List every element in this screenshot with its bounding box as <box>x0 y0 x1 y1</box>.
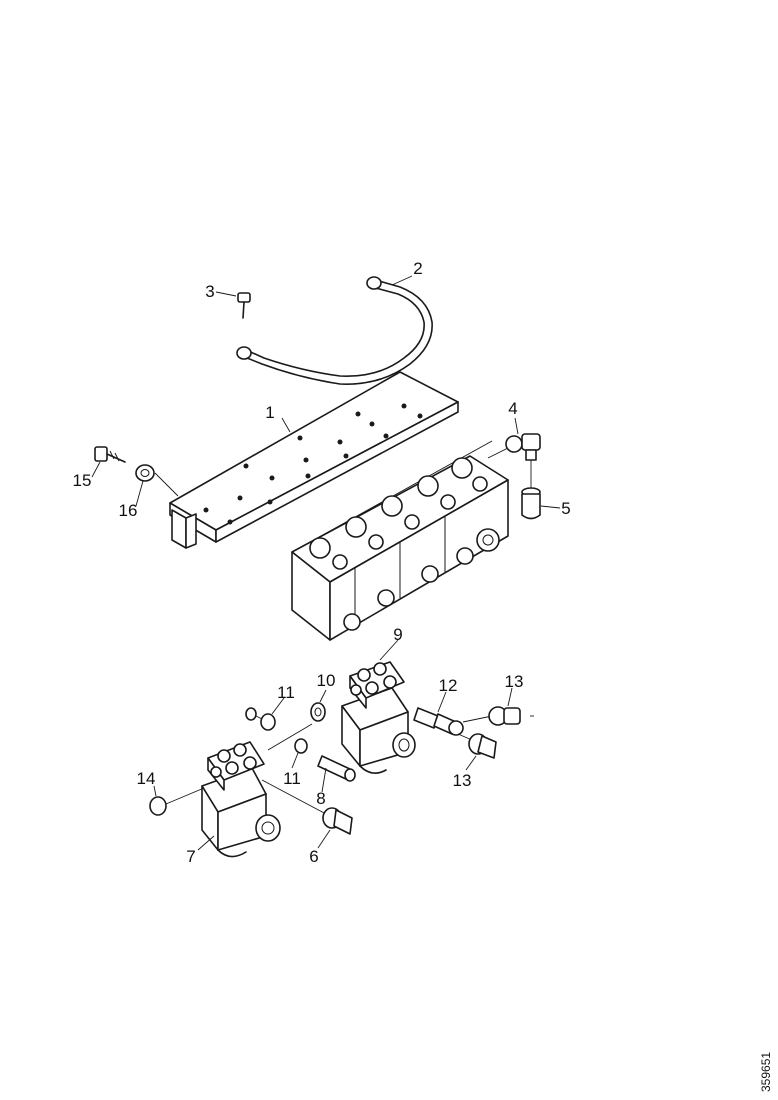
tube-part-8 <box>317 755 356 782</box>
union-part-13-lower <box>457 733 497 759</box>
callout-9: 9 <box>393 625 402 644</box>
callout-7: 7 <box>186 847 195 866</box>
document-number: 359651 <box>759 1052 773 1092</box>
callout-11-upper: 11 <box>277 683 295 702</box>
fitting-part-12 <box>413 707 464 736</box>
union-part-13-right <box>462 706 534 726</box>
valve-block-assembly <box>291 440 509 641</box>
solenoid-valve-part-7 <box>201 741 281 858</box>
callout-3: 3 <box>205 282 214 301</box>
callout-5: 5 <box>561 499 570 518</box>
callout-13-lower: 13 <box>453 771 472 790</box>
callout-6: 6 <box>309 847 318 866</box>
bracket-holes <box>203 403 423 525</box>
spacer-part-16 <box>135 464 155 482</box>
plug-part-14 <box>149 787 205 816</box>
cap-part-5 <box>521 460 541 520</box>
union-part-6 <box>261 779 353 835</box>
bolt-part-15 <box>94 446 126 463</box>
leader-lines <box>91 275 561 851</box>
callout-13-right: 13 <box>505 672 524 691</box>
callout-11-lower: 11 <box>283 769 301 788</box>
callout-8: 8 <box>316 789 325 808</box>
callout-4: 4 <box>508 399 517 418</box>
callout-12: 12 <box>439 676 458 695</box>
plug-part-11-upper <box>245 707 276 731</box>
callout-15: 15 <box>73 471 92 490</box>
wire-part-2 <box>236 276 433 385</box>
callout-16: 16 <box>119 501 138 520</box>
solenoid-valve-part-9 <box>341 661 416 774</box>
bracket-part-1 <box>169 371 459 549</box>
oring-part-11-lower <box>294 738 308 754</box>
callout-2: 2 <box>413 259 422 278</box>
callout-1: 1 <box>265 403 274 422</box>
washer-part-10 <box>310 702 326 722</box>
callout-14: 14 <box>137 769 156 788</box>
callout-10: 10 <box>317 671 336 690</box>
valve-block-fittings <box>309 457 500 631</box>
elbow-fitting-part-4 <box>487 433 541 461</box>
bolt-part-3 <box>237 292 251 319</box>
callout-labels: 1 2 3 4 5 6 7 8 9 10 11 11 12 13 13 14 1… <box>73 259 571 866</box>
